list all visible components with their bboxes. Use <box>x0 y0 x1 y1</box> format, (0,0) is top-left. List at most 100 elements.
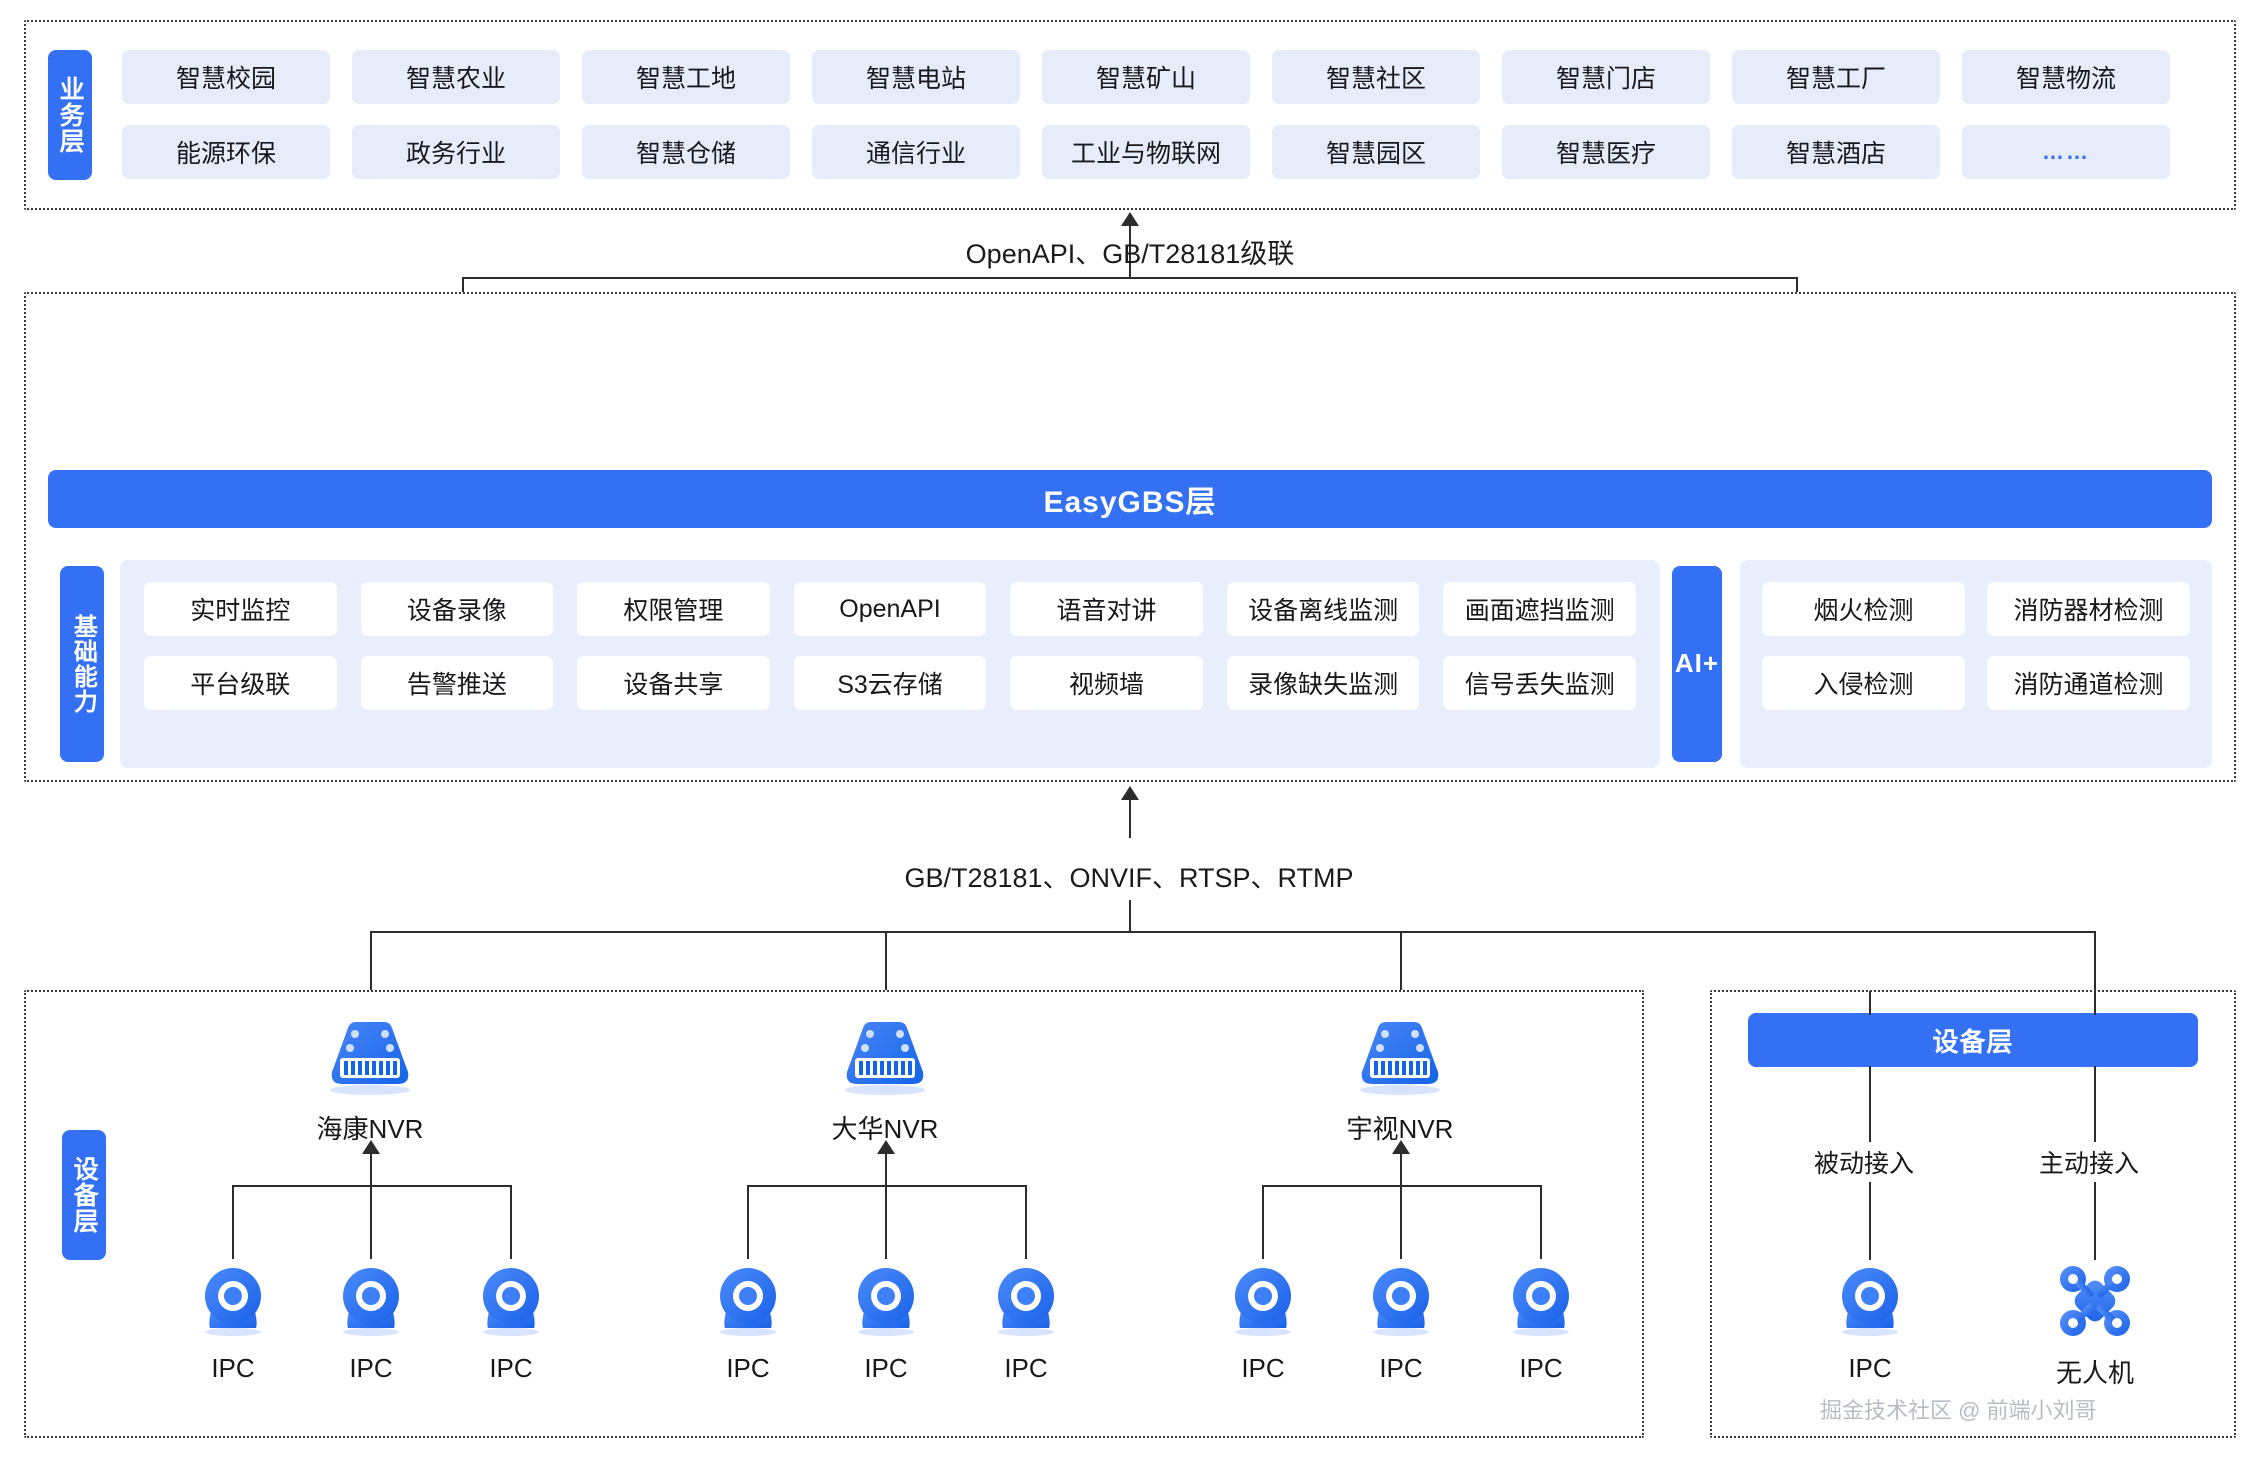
nvr-uplink-arrow-icon <box>877 1140 895 1154</box>
ipc-drop <box>370 1185 372 1259</box>
capability-chip[interactable]: 平台级联 <box>144 656 337 710</box>
business-chip[interactable]: 智慧医疗 <box>1502 125 1710 179</box>
camera-icon <box>483 1268 539 1336</box>
capability-chip[interactable]: 设备共享 <box>577 656 770 710</box>
capability-chip[interactable]: 信号丢失监测 <box>1443 656 1636 710</box>
nvr-icon <box>330 1022 410 1095</box>
device-layer-right-band[interactable]: 设备层 <box>1748 1013 2198 1067</box>
capability-chip[interactable]: 权限管理 <box>577 582 770 636</box>
nvr-node[interactable]: 大华NVR <box>815 1020 955 1146</box>
capability-chip[interactable]: 设备录像 <box>360 582 554 636</box>
business-chip[interactable]: 智慧社区 <box>1272 50 1480 104</box>
business-chip[interactable]: 通信行业 <box>812 125 1020 179</box>
ipc-node[interactable]: IPC <box>698 1262 798 1384</box>
active-access-label: 主动接入 <box>2031 1142 2148 1182</box>
base-capability-tab: 基础能力 <box>60 566 104 762</box>
ipc-node[interactable]: IPC <box>461 1262 561 1384</box>
device-drop-2 <box>885 931 887 1011</box>
business-chip[interactable]: 智慧电站 <box>812 50 1020 104</box>
nvr-label: 大华NVR <box>831 1114 939 1144</box>
ellipsis-icon: …… <box>2042 139 2090 164</box>
ipc-label: IPC <box>1004 1353 1048 1383</box>
ai-capability-chip[interactable]: 消防通道检测 <box>1987 656 2190 710</box>
drone-node[interactable]: 无人机 <box>2045 1262 2145 1390</box>
ipc-node[interactable]: IPC <box>1491 1262 1591 1384</box>
nvr-icon <box>1360 1022 1440 1095</box>
top-connector-bus <box>462 277 1798 279</box>
ipc-label: IPC <box>489 1353 533 1383</box>
business-chip[interactable]: 智慧矿山 <box>1042 50 1250 104</box>
capability-chip[interactable]: 实时监控 <box>144 582 337 636</box>
ipc-drop <box>1400 1185 1402 1259</box>
nvr-node[interactable]: 宇视NVR <box>1330 1020 1470 1146</box>
ipc-drop <box>747 1185 749 1259</box>
nvr-uplink-stem <box>370 1152 372 1186</box>
right-ipc-node[interactable]: IPC <box>1820 1262 1920 1384</box>
capability-chip[interactable]: 画面遮挡监测 <box>1443 582 1636 636</box>
business-chip[interactable]: 智慧物流 <box>1962 50 2170 104</box>
nvr-uplink-arrow-icon <box>362 1140 380 1154</box>
top-connector-stem <box>1129 224 1131 268</box>
camera-icon <box>1235 1268 1291 1336</box>
business-chip[interactable]: 智慧工地 <box>582 50 790 104</box>
bottom-connector-down <box>1129 900 1131 932</box>
nvr-uplink-stem <box>1400 1152 1402 1186</box>
ai-capability-chip[interactable]: 烟火检测 <box>1762 582 1965 636</box>
passive-access-label: 被动接入 <box>1806 1142 1923 1182</box>
capability-chip[interactable]: S3云存储 <box>793 656 987 710</box>
ipc-node[interactable]: IPC <box>1213 1262 1313 1384</box>
ipc-label: IPC <box>864 1353 908 1383</box>
watermark-text: 掘金技术社区 @ 前端小刘哥 <box>1820 1398 2097 1423</box>
ipc-node[interactable]: IPC <box>1351 1262 1451 1384</box>
ipc-label: IPC <box>726 1353 770 1383</box>
camera-icon <box>858 1268 914 1336</box>
business-layer-section <box>24 20 2236 210</box>
easygbs-band[interactable]: EasyGBS层 <box>48 470 2212 528</box>
business-chip[interactable]: 智慧园区 <box>1272 125 1480 179</box>
capability-chip[interactable]: 告警推送 <box>360 656 554 710</box>
ipc-drop <box>1540 1185 1542 1259</box>
capability-chip[interactable]: OpenAPI <box>793 582 987 636</box>
ai-capability-chip[interactable]: 入侵检测 <box>1762 656 1965 710</box>
nvr-node[interactable]: 海康NVR <box>300 1020 440 1146</box>
business-layer-tab: 业务层 <box>48 50 92 180</box>
business-chip[interactable]: 能源环保 <box>122 125 330 179</box>
capability-chip[interactable]: 录像缺失监测 <box>1226 656 1420 710</box>
nvr-label: 海康NVR <box>316 1114 424 1144</box>
business-chip[interactable]: 智慧仓储 <box>582 125 790 179</box>
business-chip-ellipsis[interactable]: …… <box>1962 125 2170 179</box>
business-chip[interactable]: 智慧农业 <box>352 50 560 104</box>
ipc-node[interactable]: IPC <box>321 1262 421 1384</box>
business-chip[interactable]: 政务行业 <box>352 125 560 179</box>
ipc-label: IPC <box>1519 1353 1563 1383</box>
ai-capability-grid: 烟火检测 消防器材检测 入侵检测 消防通道检测 <box>1762 582 2190 710</box>
capability-chip[interactable]: 语音对讲 <box>1010 582 1203 636</box>
camera-icon <box>1513 1268 1569 1336</box>
business-chip[interactable]: 智慧酒店 <box>1732 125 1940 179</box>
ipc-drop <box>1262 1185 1264 1259</box>
business-chip[interactable]: 智慧校园 <box>122 50 330 104</box>
nvr-label: 宇视NVR <box>1346 1114 1454 1144</box>
ipc-node[interactable]: IPC <box>976 1262 1076 1384</box>
business-chip[interactable]: 工业与物联网 <box>1042 125 1250 179</box>
capability-chip[interactable]: 设备离线监测 <box>1226 582 1420 636</box>
drone-label: 无人机 <box>2055 1358 2134 1388</box>
bottom-connector-label: GB/T28181、ONVIF、RTSP、RTMP <box>904 863 1354 893</box>
ipc-drop <box>885 1185 887 1259</box>
drone-icon <box>2060 1266 2130 1336</box>
passive-branch-line-top <box>1869 991 1871 1015</box>
ipc-node[interactable]: IPC <box>183 1262 283 1384</box>
top-connector-arrow-icon <box>1121 212 1139 226</box>
device-layer-left-tab: 设备层 <box>62 1130 106 1260</box>
ai-capability-chip[interactable]: 消防器材检测 <box>1987 582 2190 636</box>
device-drop-1 <box>370 931 372 1011</box>
top-connector-label: OpenAPI、GB/T28181级联 <box>965 239 1295 269</box>
bottom-connector-stem <box>1129 798 1131 838</box>
camera-icon <box>998 1268 1054 1336</box>
ipc-node[interactable]: IPC <box>836 1262 936 1384</box>
business-row-1: 智慧校园 智慧农业 智慧工地 智慧电站 智慧矿山 智慧社区 智慧门店 智慧工厂 … <box>122 50 2212 104</box>
capability-chip[interactable]: 视频墙 <box>1010 656 1203 710</box>
business-chip[interactable]: 智慧门店 <box>1502 50 1710 104</box>
business-chip[interactable]: 智慧工厂 <box>1732 50 1940 104</box>
